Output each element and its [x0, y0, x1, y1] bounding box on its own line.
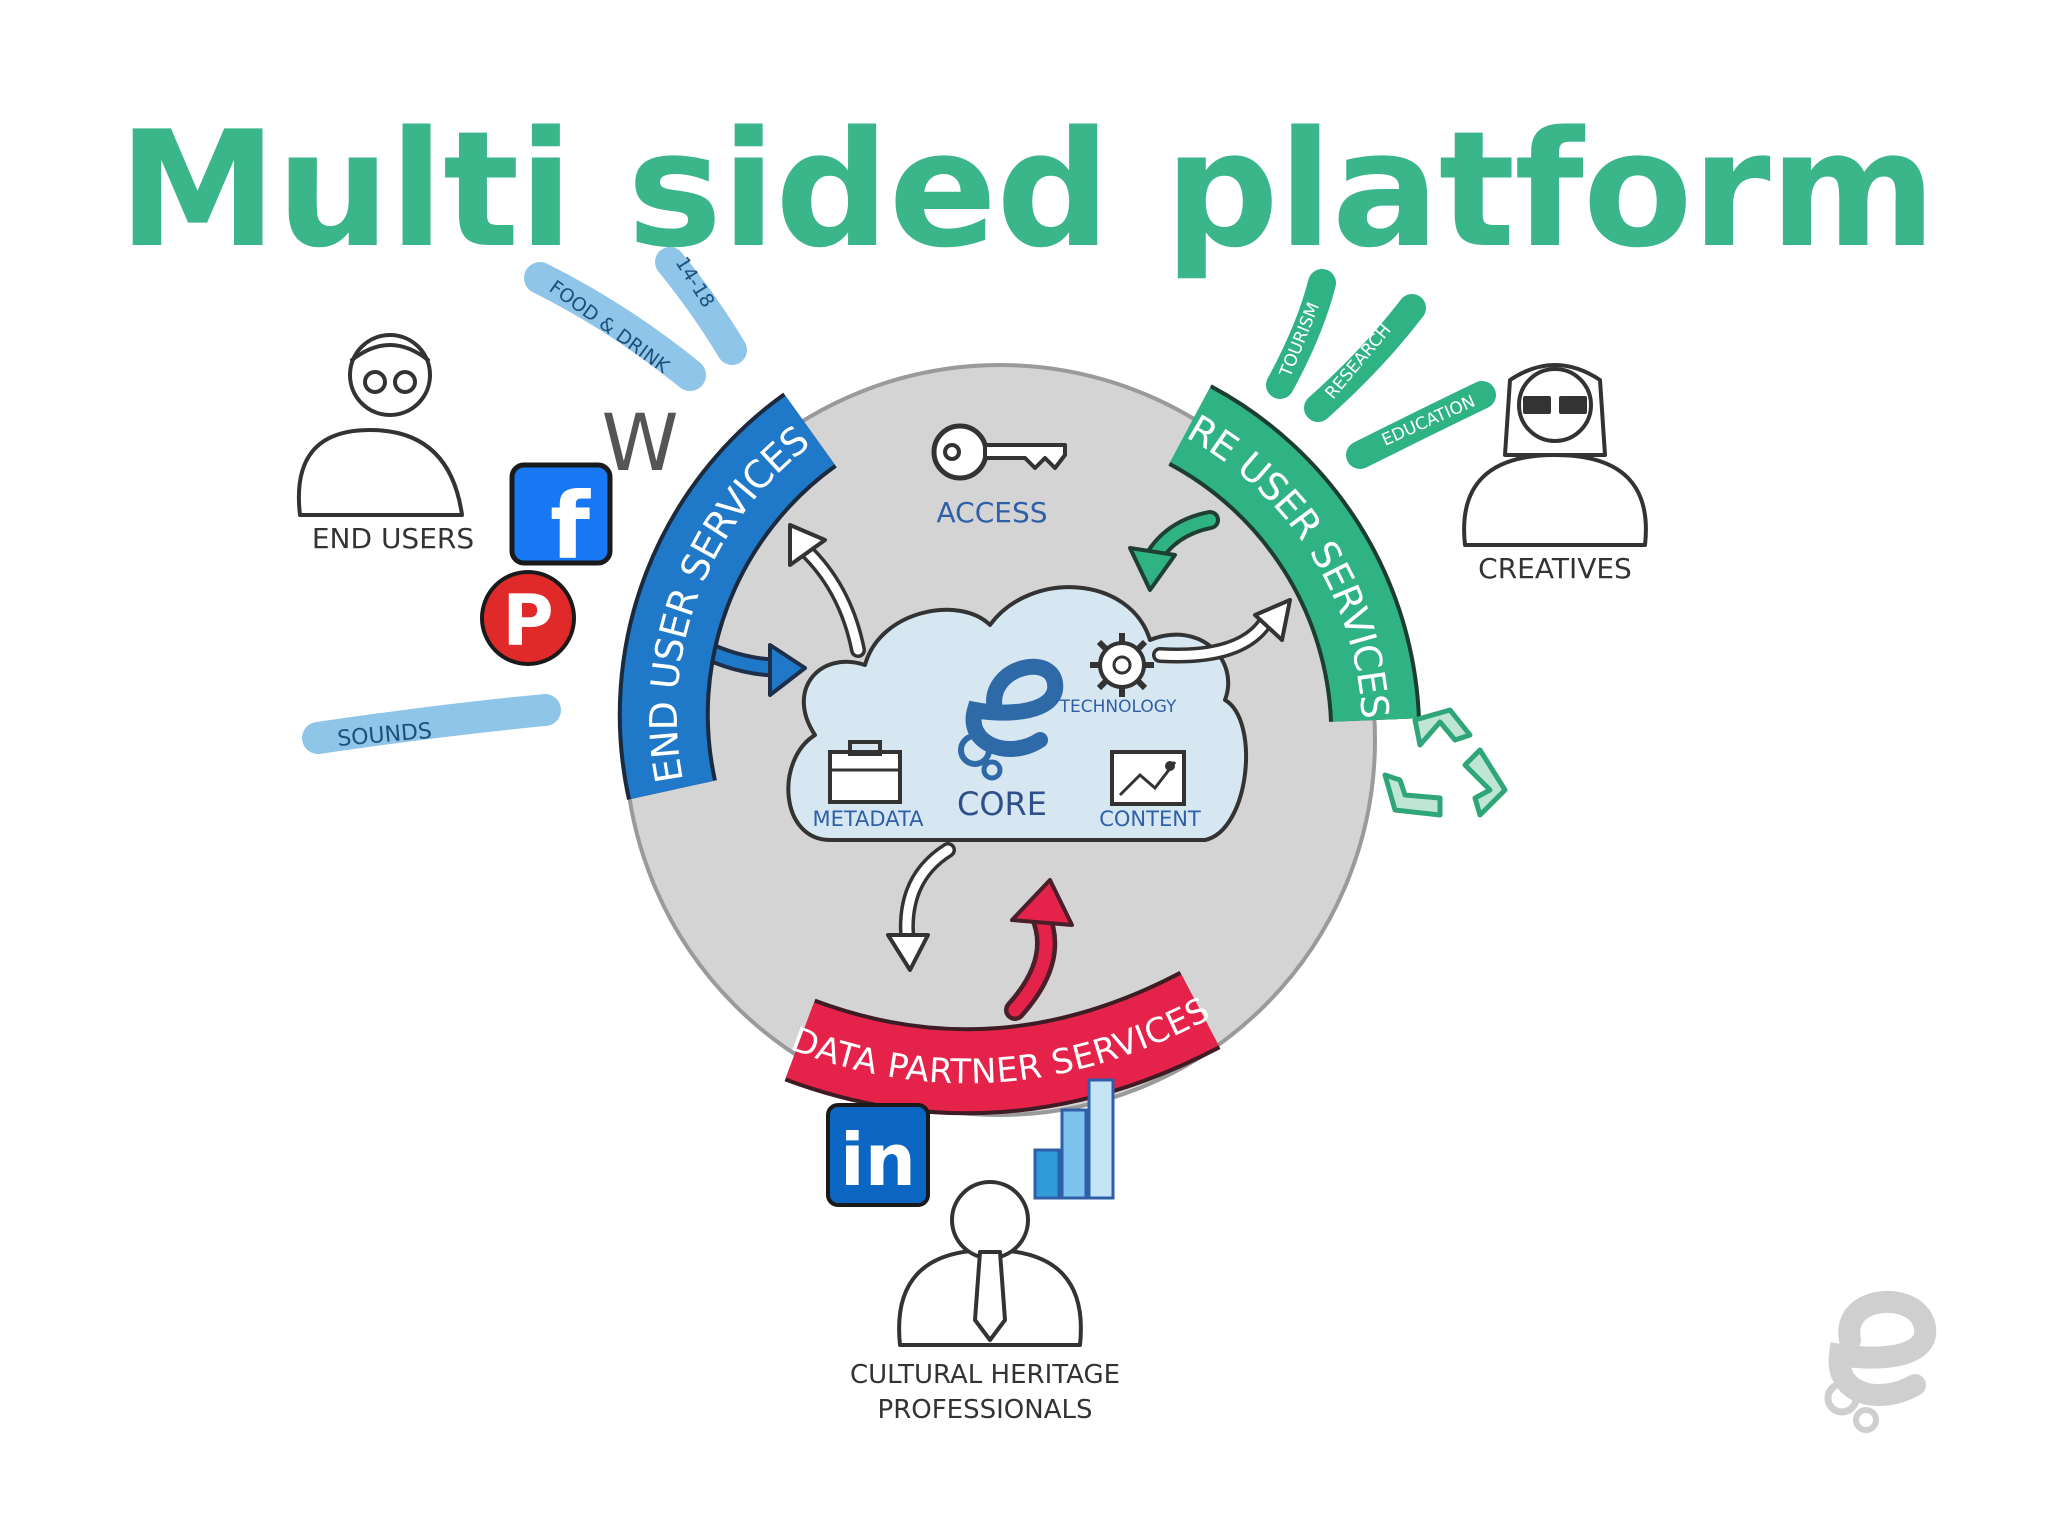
brand-logo-icon: [1824, 1290, 1937, 1433]
svg-text:in: in: [840, 1118, 916, 1202]
page-title: Multi sided platform: [118, 96, 1936, 283]
linkedin-icon: in: [826, 1103, 930, 1207]
facebook-icon: f: [509, 462, 613, 580]
content-label: CONTENT: [1099, 807, 1201, 831]
pinterest-icon: P: [480, 570, 576, 666]
creatives-figure-icon: [1462, 363, 1648, 547]
tag-education: EDUCATION: [1346, 381, 1496, 469]
end-users-label: END USERS: [312, 522, 474, 555]
heritage-label-line1: CULTURAL HERITAGE: [850, 1360, 1120, 1390]
metadata-label: METADATA: [812, 807, 924, 831]
tag-sounds: SOUNDS: [302, 694, 561, 754]
heritage-professional-figure-icon: [897, 1180, 1083, 1347]
heritage-label-line2: PROFESSIONALS: [878, 1395, 1093, 1425]
bar-chart-icon: [1033, 1078, 1115, 1200]
svg-text:P: P: [502, 580, 553, 662]
access-label: ACCESS: [936, 496, 1047, 529]
tag-food-drink: FOOD & DRINK: [524, 262, 706, 391]
tag-research: RESEARCH: [1304, 294, 1426, 422]
partner-arrow: [1004, 878, 1074, 1021]
end-users-figure-icon: [296, 333, 464, 517]
reuser-arrow: [1128, 510, 1220, 592]
creatives-label: CREATIVES: [1478, 552, 1632, 585]
technology-label: TECHNOLOGY: [1059, 697, 1177, 717]
tag-14-18: 14-18: [655, 247, 747, 365]
content-icon: [1110, 750, 1186, 806]
core-logo-icon: [958, 658, 1064, 781]
metadata-icon: [828, 740, 902, 804]
data-partner-services-band: DATA PARTNER SERVICES: [784, 970, 1221, 1116]
gear-icon: [1090, 633, 1154, 697]
wikipedia-icon: W: [601, 399, 678, 489]
tag-tourism: TOURISM: [1266, 269, 1336, 399]
recycle-icon: [1382, 707, 1508, 818]
key-icon: [931, 423, 1067, 481]
core-arrows: [788, 523, 1292, 972]
core-label: CORE: [957, 785, 1047, 823]
svg-text:f: f: [550, 473, 591, 580]
svg-text:EDUCATION: EDUCATION: [1379, 392, 1478, 451]
svg-text:FOOD & DRINK: FOOD & DRINK: [545, 276, 674, 378]
